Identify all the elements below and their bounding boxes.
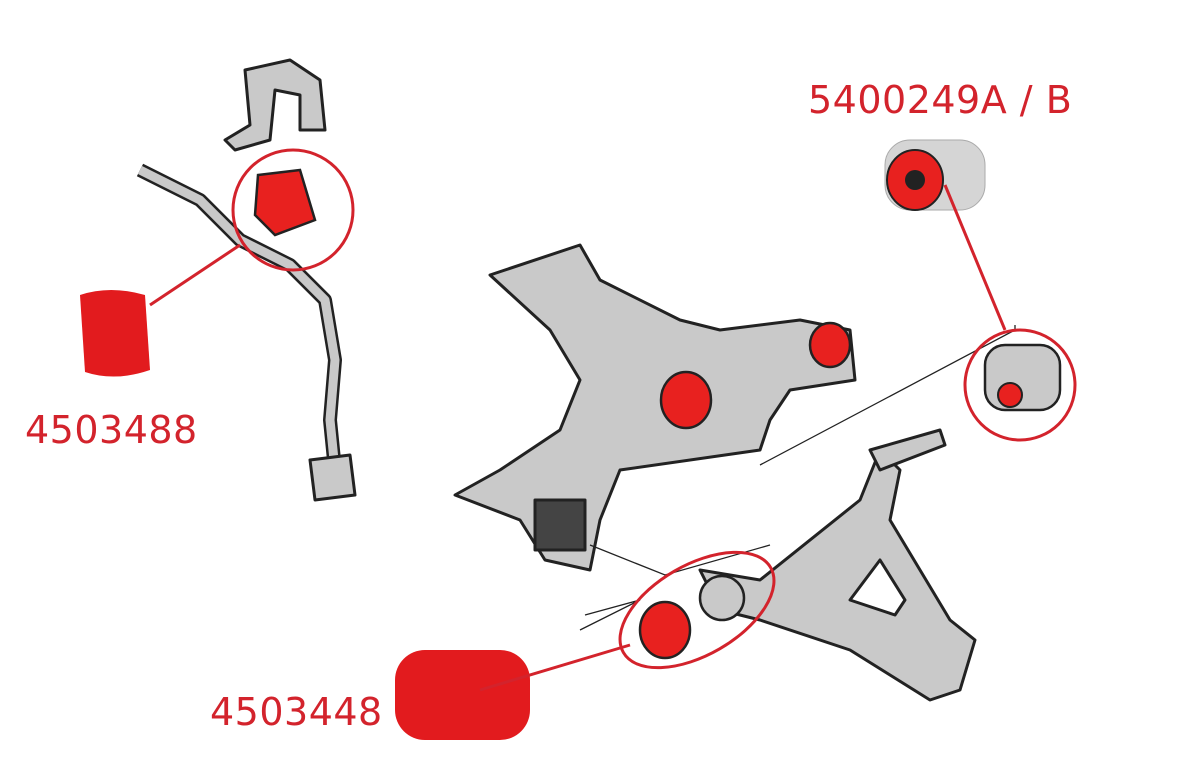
- subframe: [453, 243, 857, 572]
- callout-circle-rear: [963, 328, 1077, 442]
- part-number-sway-bar-bushing: 4503488: [25, 408, 198, 452]
- part-number-rear-arm-bushing: 5400249A / B: [808, 78, 1073, 122]
- sway-bar-bushing-installed: [253, 168, 317, 237]
- callout-ellipse-front: [618, 550, 776, 670]
- arm-bushing-installed: [638, 600, 692, 660]
- control-arm: [698, 448, 977, 702]
- sway-bar-bushing-part: [80, 290, 150, 377]
- subframe-mount: [533, 498, 587, 552]
- front-arm-bushing-part: [395, 650, 530, 740]
- arm-opening: [848, 558, 907, 617]
- callout-circle-sway: [231, 148, 355, 272]
- subframe-bushing-rear: [808, 321, 852, 369]
- part-number-front-arm-bushing: 4503448: [210, 690, 383, 734]
- rear-bushing-housing: [983, 343, 1062, 412]
- arm-eye: [698, 574, 746, 622]
- sway-bar-end: [308, 453, 357, 502]
- sway-bar-clamp: [223, 58, 327, 152]
- subframe-bushing: [659, 370, 713, 430]
- ball-joint-stud: [868, 428, 947, 472]
